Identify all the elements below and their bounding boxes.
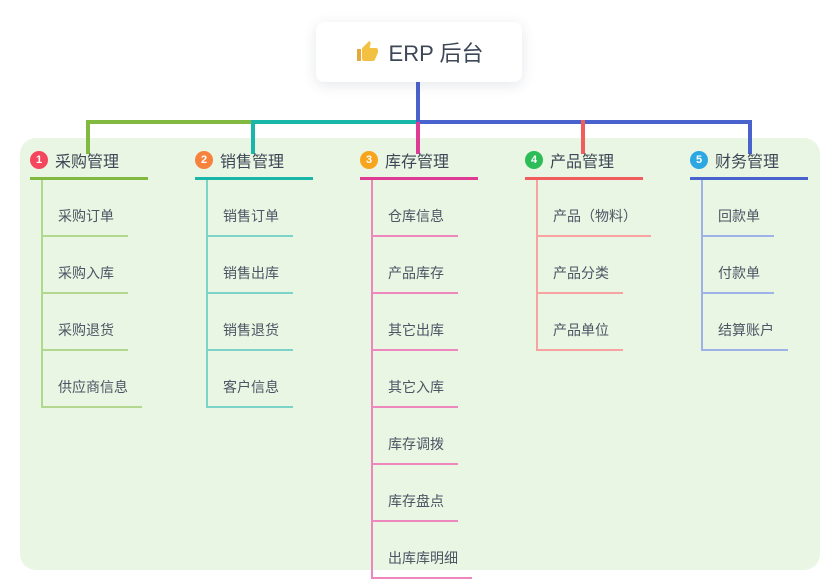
root-label: ERP 后台 [388,41,484,66]
mindmap-node[interactable]: 付款单 [703,237,774,294]
mindmap-node[interactable]: 仓库信息 [373,180,458,237]
mindmap-node[interactable]: 产品库存 [373,237,458,294]
branch-header[interactable]: 5 财务管理 [690,148,808,180]
connector-drop-3 [416,122,420,154]
branch-column-3: 3 库存管理 仓库信息 产品库存 其它出库 其它入库 库存调拨 库存盘点 出库库… [360,148,478,579]
mindmap-node[interactable]: 产品（物料） [538,180,651,237]
branch-label: 采购管理 [55,154,120,171]
node-label: 采购退货 [58,322,114,338]
node-label: 库存调拨 [388,436,444,452]
node-label: 采购订单 [58,208,114,224]
branch-number-badge: 3 [360,151,378,169]
connector-drop-4 [581,120,585,154]
mindmap-node[interactable]: 客户信息 [208,351,293,408]
node-label: 产品单位 [553,322,609,338]
branch-label: 销售管理 [220,154,285,171]
mindmap-node[interactable]: 采购订单 [43,180,128,237]
node-label: 销售出库 [223,265,279,281]
mindmap-node[interactable]: 库存盘点 [373,465,458,522]
branch-header[interactable]: 4 产品管理 [525,148,643,180]
node-label: 产品（物料） [553,208,637,224]
thumbs-up-icon [355,40,379,64]
mindmap-node[interactable]: 产品单位 [538,294,623,351]
branch-column-2: 2 销售管理 销售订单 销售出库 销售退货 客户信息 [195,148,313,408]
branch-header[interactable]: 1 采购管理 [30,148,148,180]
node-label: 其它入库 [388,379,444,395]
root-node[interactable]: ERP 后台 [316,22,522,82]
node-label: 产品分类 [553,265,609,281]
node-label: 仓库信息 [388,208,444,224]
node-label: 结算账户 [718,322,774,338]
mindmap-node[interactable]: 采购入库 [43,237,128,294]
node-label: 出库库明细 [388,550,458,566]
branch-items: 回款单 付款单 结算账户 [701,180,808,351]
branch-label: 产品管理 [550,154,615,171]
mindmap-node[interactable]: 销售退货 [208,294,293,351]
mindmap-node[interactable]: 结算账户 [703,294,788,351]
branch-header[interactable]: 2 销售管理 [195,148,313,180]
connector-drop-1 [86,120,90,154]
node-label: 供应商信息 [58,379,128,395]
mindmap-node[interactable]: 销售订单 [208,180,293,237]
branch-items: 采购订单 采购入库 采购退货 供应商信息 [41,180,148,408]
branch-label: 库存管理 [385,154,450,171]
mindmap-node[interactable]: 回款单 [703,180,774,237]
branch-column-4: 4 产品管理 产品（物料） 产品分类 产品单位 [525,148,651,351]
branch-column-1: 1 采购管理 采购订单 采购入库 采购退货 供应商信息 [30,148,148,408]
mindmap-node[interactable]: 出库库明细 [373,522,472,579]
node-label: 其它出库 [388,322,444,338]
mindmap-node[interactable]: 产品分类 [538,237,623,294]
branch-number-badge: 1 [30,151,48,169]
connector-top-teal [251,120,418,124]
mindmap-node[interactable]: 销售出库 [208,237,293,294]
mindmap-node[interactable]: 其它入库 [373,351,458,408]
branch-items: 产品（物料） 产品分类 产品单位 [536,180,651,351]
branch-label: 财务管理 [715,154,780,171]
branch-items: 仓库信息 产品库存 其它出库 其它入库 库存调拨 库存盘点 出库库明细 [371,180,478,579]
branch-number-badge: 5 [690,151,708,169]
connector-root-vertical [416,82,420,122]
branches-panel [20,138,820,570]
mindmap-node[interactable]: 其它出库 [373,294,458,351]
branch-column-5: 5 财务管理 回款单 付款单 结算账户 [690,148,808,351]
mindmap-node[interactable]: 供应商信息 [43,351,142,408]
node-label: 回款单 [718,208,760,224]
node-label: 库存盘点 [388,493,444,509]
node-label: 销售退货 [223,322,279,338]
branch-items: 销售订单 销售出库 销售退货 客户信息 [206,180,313,408]
node-label: 产品库存 [388,265,444,281]
node-label: 销售订单 [223,208,279,224]
branch-header[interactable]: 3 库存管理 [360,148,478,180]
mindmap-node[interactable]: 库存调拨 [373,408,458,465]
branch-number-badge: 2 [195,151,213,169]
node-label: 付款单 [718,265,760,281]
connector-drop-2 [251,120,255,154]
connector-top-green [86,120,253,124]
branch-number-badge: 4 [525,151,543,169]
node-label: 客户信息 [223,379,279,395]
connector-drop-5 [748,120,752,154]
mindmap-node[interactable]: 采购退货 [43,294,128,351]
node-label: 采购入库 [58,265,114,281]
